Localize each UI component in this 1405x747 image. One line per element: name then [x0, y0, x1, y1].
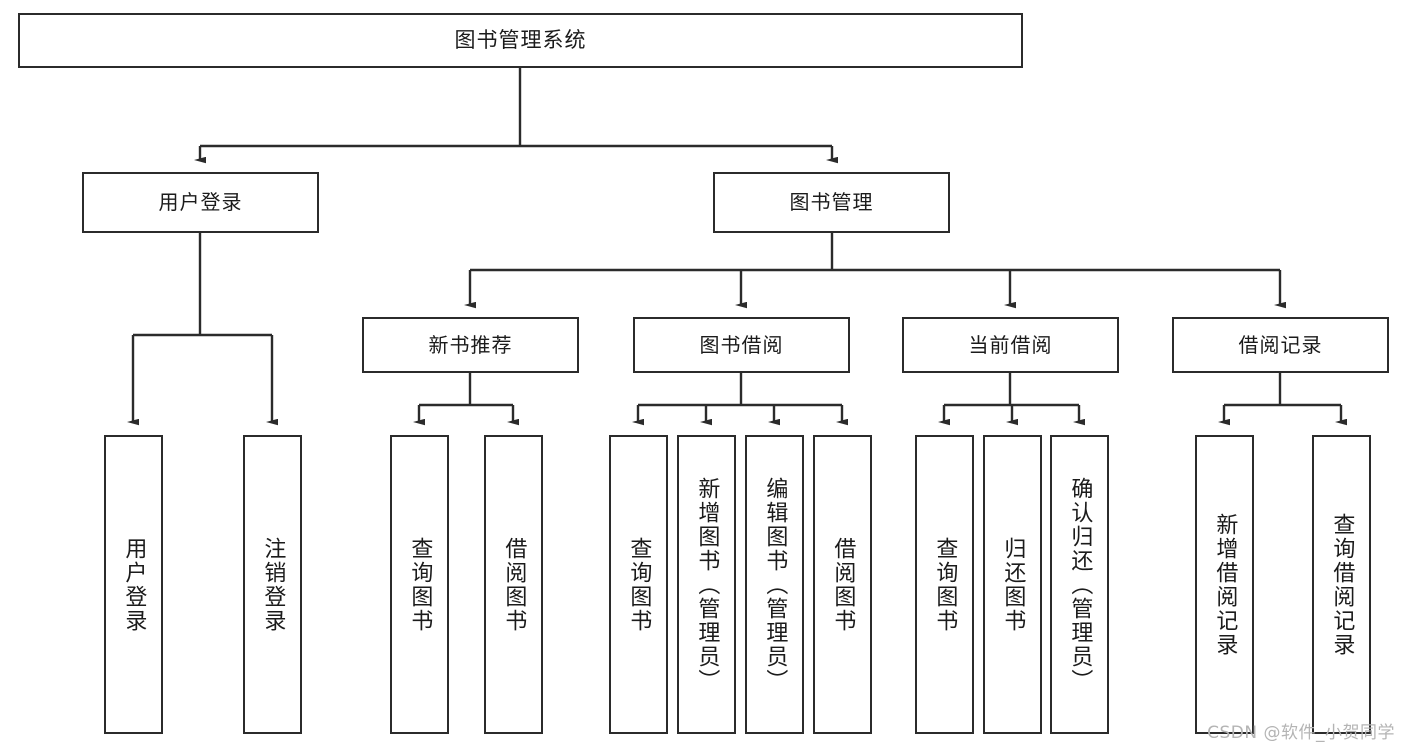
node-borrow-record-label: 借阅记录: [1238, 332, 1323, 357]
leaf-borrow-add-book-admin[interactable]: 新增图书（管理员）: [677, 435, 736, 734]
node-book-management-label: 图书管理: [789, 190, 874, 214]
node-book-borrow[interactable]: 图书借阅: [633, 317, 850, 373]
node-user-login-label: 用户登录: [158, 190, 243, 214]
node-root[interactable]: 图书管理系统: [18, 13, 1023, 68]
leaf-record-query-label: 查询借阅记录: [1329, 512, 1355, 657]
leaf-user-login-logout[interactable]: 注销登录: [243, 435, 302, 734]
leaf-current-return-book-label: 归还图书: [1000, 536, 1026, 633]
leaf-user-login-login-label: 用户登录: [121, 536, 147, 633]
leaf-new-book-query[interactable]: 查询图书: [390, 435, 449, 734]
node-new-book-recommend[interactable]: 新书推荐: [362, 317, 579, 373]
leaf-record-add[interactable]: 新增借阅记录: [1195, 435, 1254, 734]
leaf-current-confirm-return-admin-label: 确认归还（管理员）: [1067, 476, 1093, 693]
leaf-borrow-query-book[interactable]: 查询图书: [609, 435, 668, 734]
node-user-login[interactable]: 用户登录: [82, 172, 319, 233]
leaf-current-return-book[interactable]: 归还图书: [983, 435, 1042, 734]
leaf-user-login-logout-label: 注销登录: [260, 536, 286, 633]
leaf-user-login-login[interactable]: 用户登录: [104, 435, 163, 734]
leaf-current-confirm-return-admin[interactable]: 确认归还（管理员）: [1050, 435, 1109, 734]
node-current-borrow[interactable]: 当前借阅: [902, 317, 1119, 373]
leaf-current-query-book-label: 查询图书: [932, 536, 958, 633]
leaf-borrow-add-book-admin-label: 新增图书（管理员）: [694, 476, 720, 693]
leaf-borrow-edit-book-admin[interactable]: 编辑图书（管理员）: [745, 435, 804, 734]
leaf-record-add-label: 新增借阅记录: [1212, 512, 1238, 657]
node-borrow-record[interactable]: 借阅记录: [1172, 317, 1389, 373]
watermark: CSDN @软件_小贺同学: [1207, 723, 1395, 743]
leaf-borrow-query-book-label: 查询图书: [626, 536, 652, 633]
node-root-label: 图书管理系统: [454, 28, 587, 53]
leaf-borrow-borrow-book[interactable]: 借阅图书: [813, 435, 872, 734]
leaf-new-book-borrow[interactable]: 借阅图书: [484, 435, 543, 734]
node-new-book-recommend-label: 新书推荐: [428, 332, 513, 357]
node-current-borrow-label: 当前借阅: [968, 332, 1053, 357]
leaf-record-query[interactable]: 查询借阅记录: [1312, 435, 1371, 734]
node-book-management[interactable]: 图书管理: [713, 172, 950, 233]
leaf-new-book-query-label: 查询图书: [407, 536, 433, 633]
leaf-current-query-book[interactable]: 查询图书: [915, 435, 974, 734]
leaf-borrow-edit-book-admin-label: 编辑图书（管理员）: [762, 476, 788, 693]
leaf-borrow-borrow-book-label: 借阅图书: [830, 536, 856, 633]
node-book-borrow-label: 图书借阅: [699, 332, 784, 357]
leaf-new-book-borrow-label: 借阅图书: [501, 536, 527, 633]
